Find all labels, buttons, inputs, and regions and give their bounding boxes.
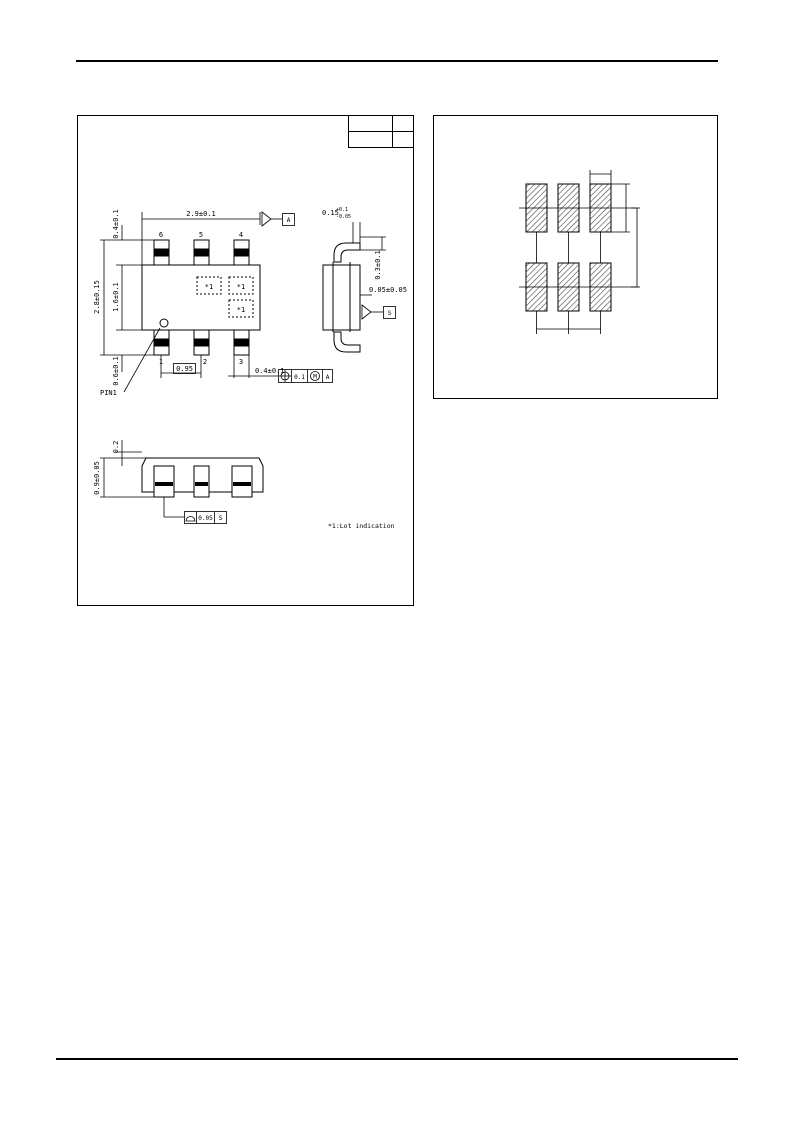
position-tolerance-value: 0.1: [294, 374, 305, 381]
dim-lead-thickness-tol-minus: -0.05: [336, 214, 351, 220]
flatness-tolerance: 0.05: [198, 515, 213, 522]
dim-lead-bottom: 0.6±0.1: [112, 356, 120, 386]
lot-mark-box: [228, 299, 254, 318]
datum-a-ref: A: [326, 374, 330, 381]
dim-lead-width: 0.4±0.1: [255, 367, 285, 375]
dim-coplanarity: 0.05±0.05: [369, 286, 407, 294]
package-drawing-panel: *1 *1 *1 6 5 4 1 2 3 2.9±0.1 A: [77, 115, 414, 606]
front-view: 0.2 0.9±0.05 0.05 S: [93, 440, 264, 524]
pin1-dot: [159, 318, 169, 328]
dim-body-height: 0.9±0.05: [93, 461, 101, 495]
dim-body-width: 1.6±0.1: [112, 282, 120, 312]
title-block: [348, 115, 414, 148]
dim-lead-thickness: 0.15: [322, 209, 339, 217]
pin-number: 3: [239, 358, 243, 366]
lead-3: [233, 329, 250, 356]
lot-mark-label: *1: [237, 306, 245, 314]
lot-mark-label: *1: [237, 283, 245, 291]
pin-number: 2: [203, 358, 207, 366]
datum-s-label: S: [388, 310, 392, 317]
dim-lead-thickness-tol-plus: +0.1: [336, 207, 348, 213]
header-rule: [76, 60, 718, 62]
lead-6: [153, 239, 170, 266]
top-view: *1 *1 *1 6 5 4 1 2 3 2.9±0.1 A: [93, 209, 333, 397]
pin-number: 6: [159, 231, 163, 239]
lead-5: [193, 239, 210, 266]
lot-mark-box: [196, 276, 222, 295]
dim-standoff: 0.2: [112, 441, 120, 454]
datum-s-ref: S: [219, 515, 223, 522]
lot-mark-label: *1: [205, 283, 213, 291]
dim-height-total: 2.8±0.15: [93, 280, 101, 314]
lead-1: [153, 329, 170, 356]
dim-foot-length: 0.3±0.1: [374, 250, 382, 280]
land-pattern-panel: [433, 115, 718, 399]
footer-rule: [56, 1058, 738, 1060]
datum-a-label: A: [287, 217, 291, 224]
side-view: 0.15 +0.1 -0.05 0.3±0.1 0.05±0.05 S: [322, 207, 407, 353]
dim-length: 2.9±0.1: [186, 210, 216, 218]
lead-4: [233, 239, 250, 266]
pin-number: 5: [199, 231, 203, 239]
pin1-label: PIN1: [100, 389, 117, 397]
lead-2: [193, 329, 210, 356]
lot-indication-note: *1:Lot indication: [328, 522, 395, 530]
dim-pitch: 0.95: [176, 365, 193, 373]
dim-lead-top: 0.4±0.1: [112, 209, 120, 239]
mmc-symbol: M: [313, 374, 317, 381]
pin-number: 4: [239, 231, 243, 239]
lot-mark-box: [228, 276, 254, 295]
package-body: [141, 264, 261, 331]
